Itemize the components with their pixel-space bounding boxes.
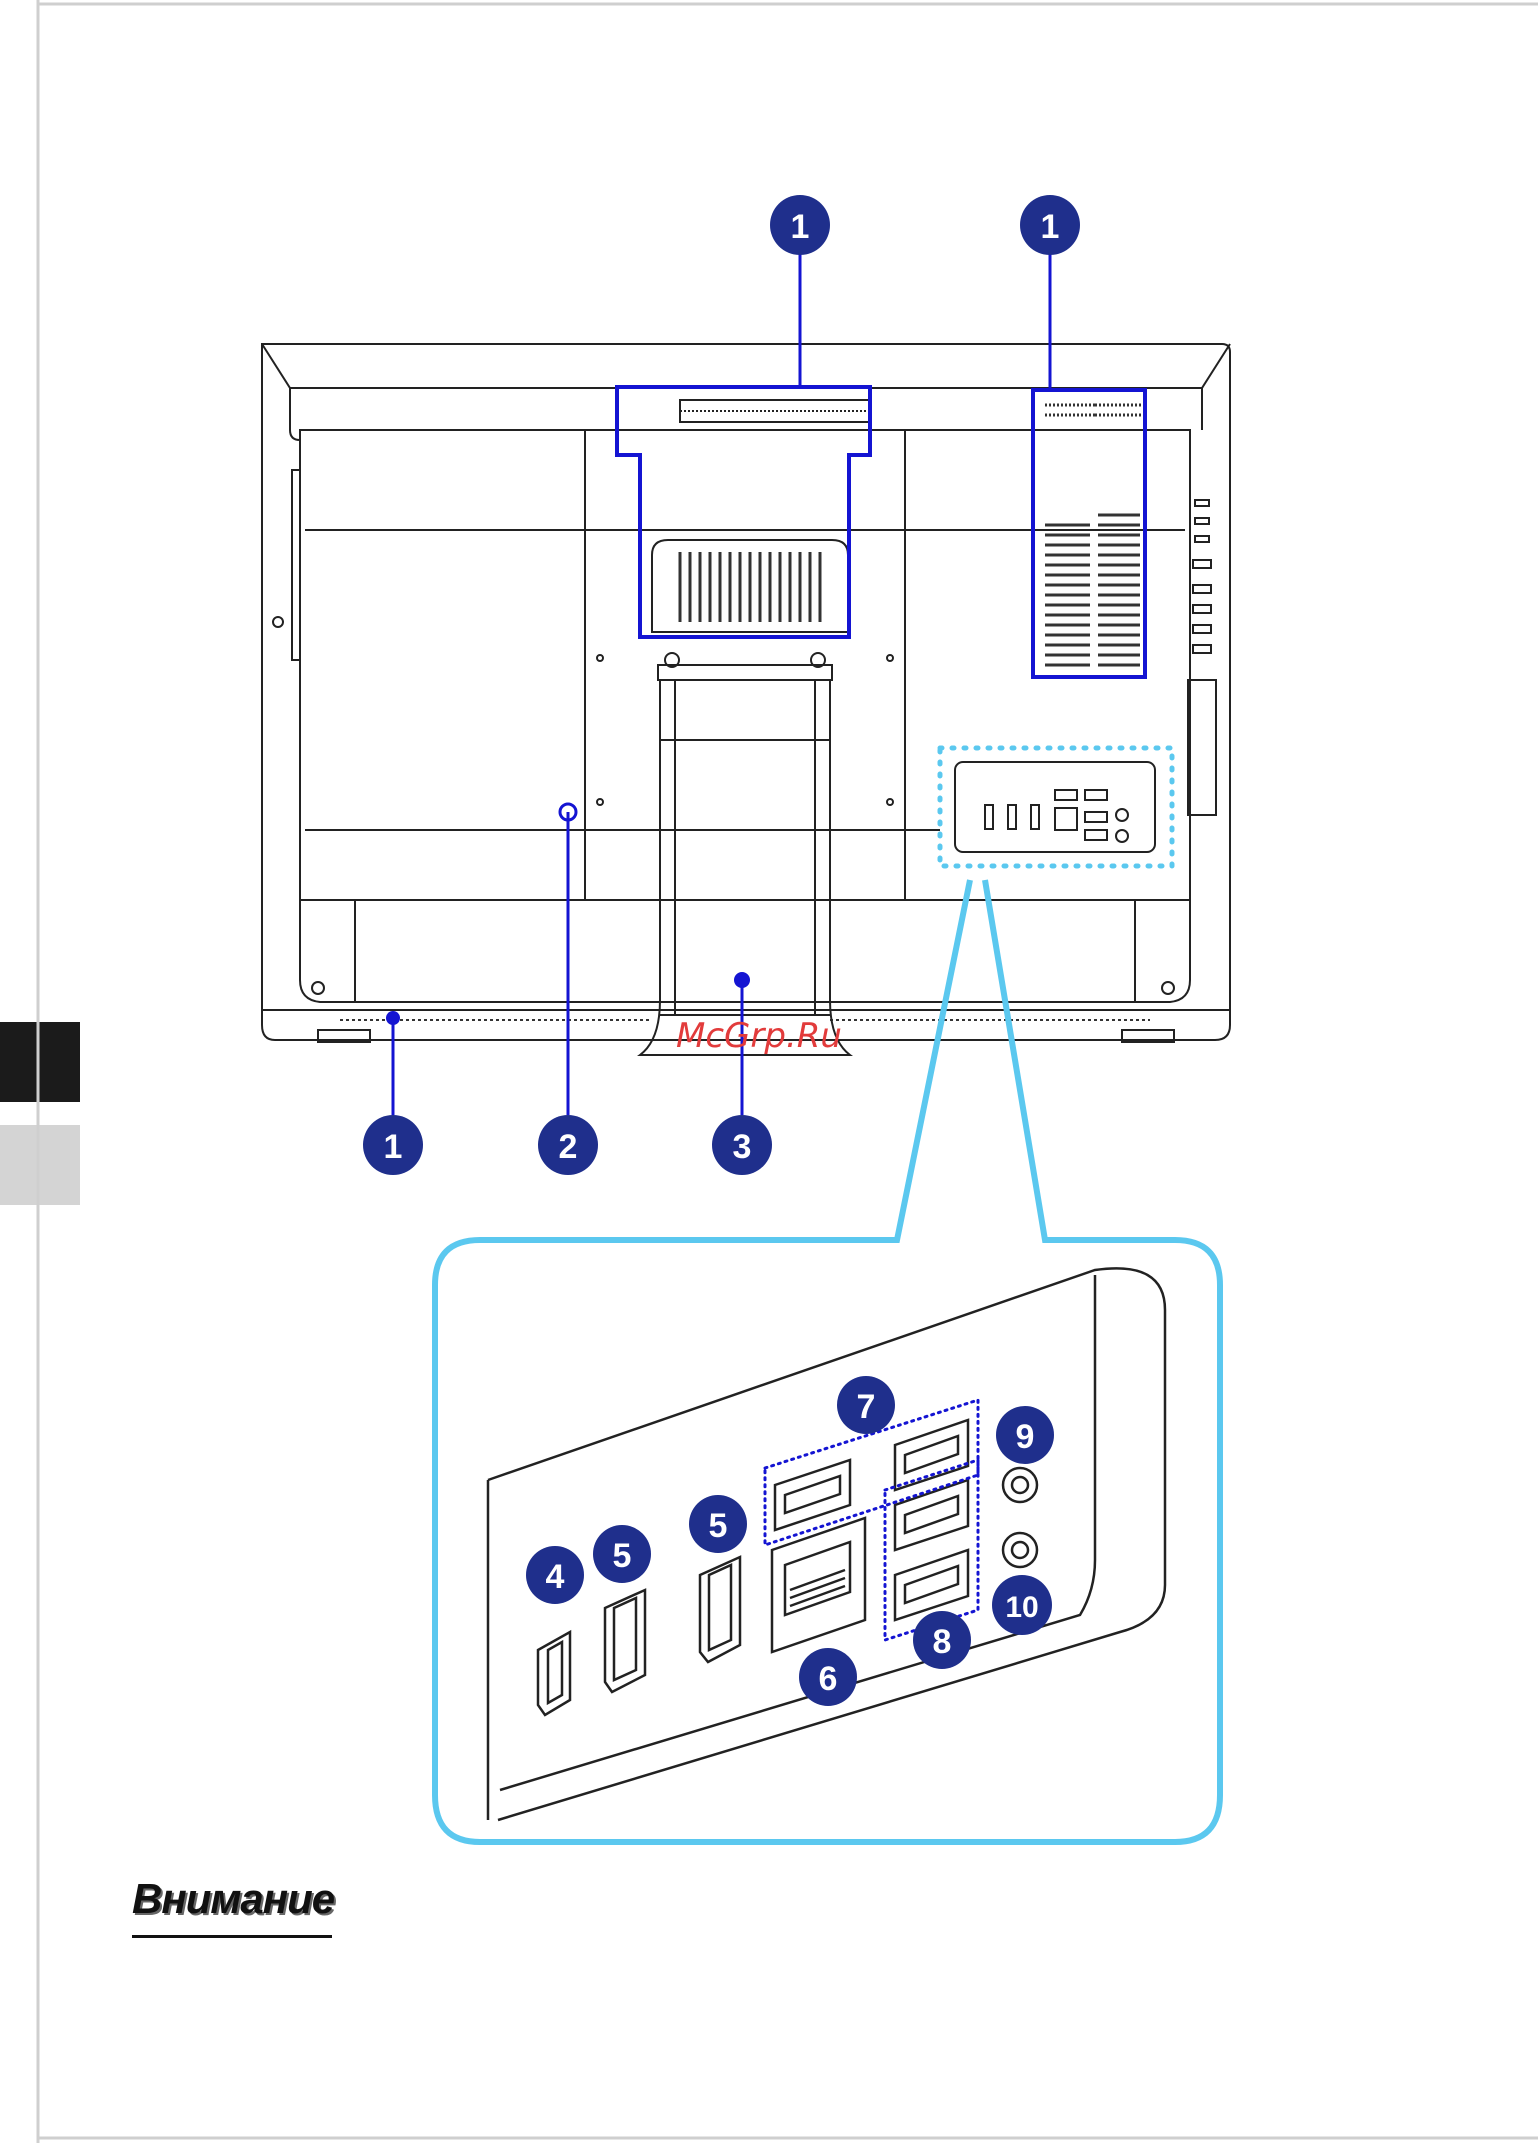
monitor-back	[262, 344, 1230, 1042]
svg-text:6: 6	[819, 1660, 838, 1698]
callout-10: 10	[992, 1575, 1052, 1635]
svg-text:4: 4	[546, 1558, 565, 1596]
svg-text:1: 1	[384, 1128, 403, 1166]
callout-1-top-b: 1	[1020, 195, 1080, 255]
callout-5-a: 5	[593, 1525, 651, 1583]
svg-text:5: 5	[709, 1507, 728, 1545]
audio-jack-icon	[1003, 1533, 1037, 1567]
svg-text:2: 2	[559, 1128, 578, 1166]
callout-1-bottom: 1	[363, 1115, 423, 1175]
io-panel-small	[955, 762, 1155, 852]
stand	[640, 665, 850, 1055]
zoomed-io-panel	[488, 1268, 1165, 1820]
svg-text:10: 10	[1005, 1591, 1038, 1624]
hdmi-port-icon	[538, 1632, 570, 1715]
svg-text:3: 3	[733, 1128, 752, 1166]
callout-3: 3	[712, 1115, 772, 1175]
usb-port-icon	[895, 1480, 968, 1550]
callout-8: 8	[913, 1611, 971, 1669]
callout-9: 9	[996, 1406, 1054, 1464]
callout-5-b: 5	[689, 1495, 747, 1553]
svg-text:5: 5	[613, 1537, 632, 1575]
side-vent	[1045, 405, 1145, 665]
callout-6: 6	[799, 1648, 857, 1706]
watermark: McGrp.Ru	[676, 1016, 842, 1056]
callout-anchor	[386, 1011, 400, 1025]
svg-text:8: 8	[933, 1623, 952, 1661]
callout-anchor	[734, 972, 750, 988]
stand-hinge	[652, 400, 870, 667]
note-heading: Внимание	[132, 1875, 334, 1923]
callout-2: 2	[538, 1115, 598, 1175]
usb-port-icon	[775, 1460, 850, 1530]
usb-port-icon	[895, 1550, 968, 1620]
vent-highlight-center	[617, 387, 870, 637]
svg-text:1: 1	[1041, 208, 1060, 246]
audio-jack-icon	[1003, 1468, 1037, 1502]
svg-text:7: 7	[857, 1388, 876, 1426]
displayport-icon	[605, 1590, 645, 1692]
usb-port-icon	[895, 1420, 968, 1490]
svg-text:9: 9	[1016, 1418, 1035, 1456]
lan-port-icon	[772, 1518, 865, 1652]
displayport-icon	[700, 1557, 740, 1662]
svg-text:1: 1	[791, 208, 810, 246]
callout-4: 4	[526, 1546, 584, 1604]
note-underline	[132, 1935, 332, 1938]
callout-7: 7	[837, 1376, 895, 1434]
callout-1-top-a: 1	[770, 195, 830, 255]
